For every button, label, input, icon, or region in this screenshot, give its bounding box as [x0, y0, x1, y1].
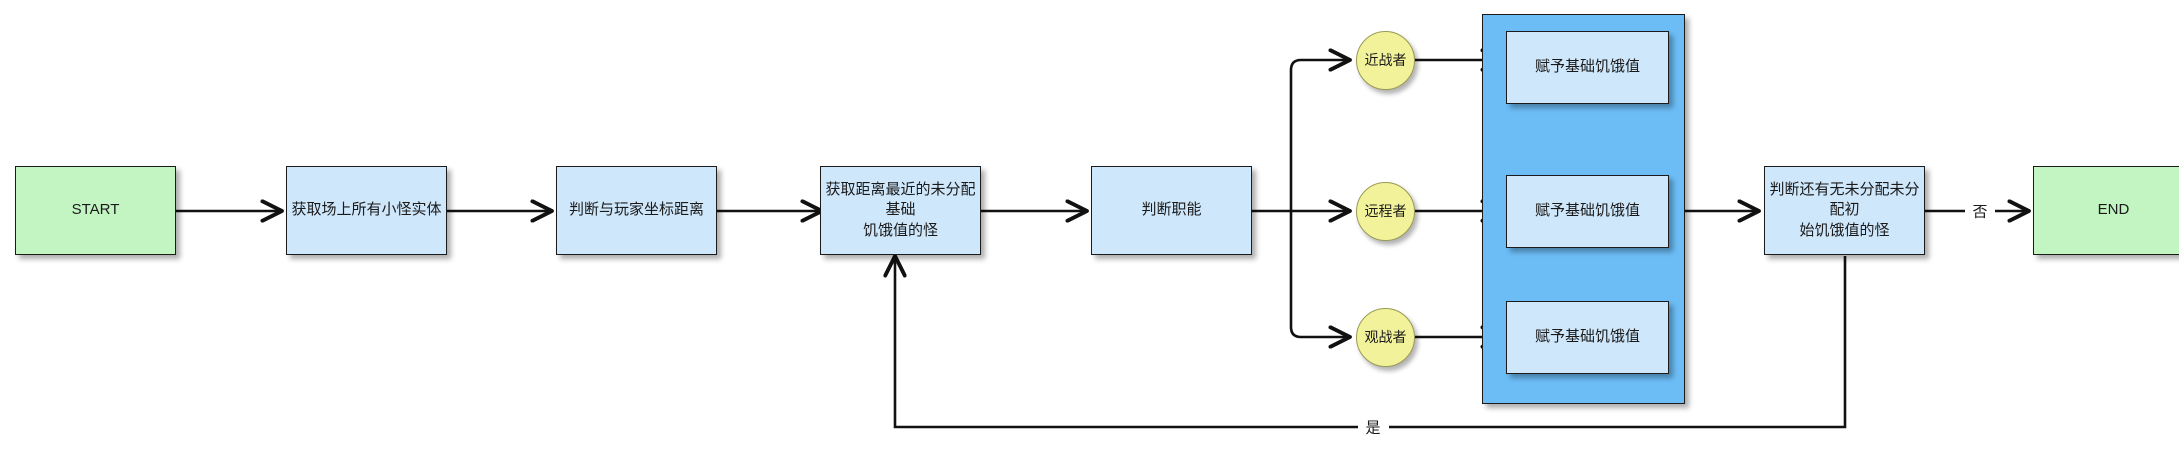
edge-label-no: 否: [1965, 200, 1995, 222]
node-assign-base-hunger-melee-label: 赋予基础饥饿值: [1534, 58, 1640, 76]
node-get-nearest-unassigned[interactable]: 获取距离最近的未分配基础 饥饿值的怪: [820, 166, 981, 255]
node-role-ranged[interactable]: 远程者: [1356, 182, 1415, 241]
node-role-ranged-label: 远程者: [1364, 203, 1407, 220]
edge-branch-to-melee: [1289, 48, 1352, 211]
node-judge-role[interactable]: 判断职能: [1091, 166, 1252, 255]
node-role-melee[interactable]: 近战者: [1356, 31, 1415, 90]
edge-label-yes: 是: [1358, 416, 1388, 438]
node-get-all-monsters[interactable]: 获取场上所有小怪实体: [286, 166, 447, 255]
node-end-label: END: [2097, 201, 2130, 219]
node-assign-base-hunger-ranged[interactable]: 赋予基础饥饿值: [1506, 175, 1669, 248]
node-get-nearest-unassigned-label: 获取距离最近的未分配基础 饥饿值的怪: [825, 181, 976, 239]
node-assign-base-hunger-ranged-label: 赋予基础饥饿值: [1534, 202, 1640, 220]
node-role-melee-label: 近战者: [1364, 52, 1407, 69]
edge-yes-loop-left: [883, 254, 1358, 429]
node-judge-player-distance[interactable]: 判断与玩家坐标距离: [556, 166, 717, 255]
node-start[interactable]: START: [15, 166, 176, 255]
node-role-spectator[interactable]: 观战者: [1356, 308, 1415, 367]
node-end[interactable]: END: [2033, 166, 2179, 255]
node-get-all-monsters-label: 获取场上所有小怪实体: [291, 201, 442, 219]
edge-branch-to-spectator: [1289, 211, 1352, 349]
node-judge-remaining[interactable]: 判断还有无未分配未分配初 始饥饿值的怪: [1764, 166, 1925, 255]
node-start-label: START: [71, 201, 120, 219]
node-judge-remaining-label: 判断还有无未分配未分配初 始饥饿值的怪: [1769, 181, 1920, 239]
node-assign-base-hunger-spectator[interactable]: 赋予基础饥饿值: [1506, 301, 1669, 374]
node-assign-base-hunger-melee[interactable]: 赋予基础饥饿值: [1506, 31, 1669, 104]
node-judge-role-label: 判断职能: [1141, 201, 1202, 219]
node-judge-player-distance-label: 判断与玩家坐标距离: [568, 201, 704, 219]
node-assign-base-hunger-spectator-label: 赋予基础饥饿值: [1534, 328, 1640, 346]
node-role-spectator-label: 观战者: [1364, 329, 1407, 346]
